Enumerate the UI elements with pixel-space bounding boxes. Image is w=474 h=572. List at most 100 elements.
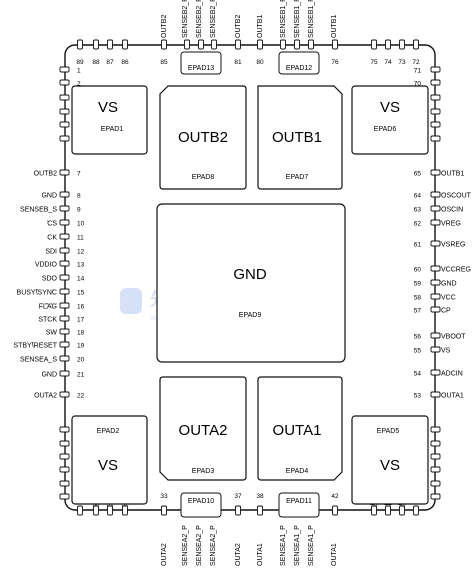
left-pin-number: 20: [77, 357, 85, 364]
epad9-gnd: GND: [233, 266, 267, 283]
left-pin-mark: [59, 191, 70, 198]
bottom-pin-mark: [122, 505, 128, 516]
right-pin-number: 55: [414, 348, 422, 355]
right-pin-mark: [430, 391, 441, 398]
epad4-out: OUTA1: [273, 422, 322, 439]
top-pin-mark: [257, 39, 263, 50]
left-pin-label: GND: [41, 372, 57, 379]
top-pin-number: 80: [256, 59, 264, 66]
right-pin-mark: [430, 493, 441, 500]
epad5-shape: [351, 415, 429, 505]
top-pin-mark: [107, 39, 113, 50]
left-pin-label: OUTB2: [34, 171, 57, 178]
right-pin-number: 56: [414, 334, 422, 341]
epad9-label: EPAD9: [239, 312, 262, 319]
left-pin-mark: [59, 466, 70, 473]
left-pin-mark: [59, 288, 70, 295]
right-pin-number: 53: [414, 393, 422, 400]
bottom-signal-label: SENSEA1_P: [280, 525, 287, 566]
top-signal-label: SENSEB2_P: [196, 0, 203, 38]
left-pin-mark: [59, 328, 70, 335]
top-pin-mark: [308, 39, 314, 50]
left-pin-number: 15: [77, 290, 85, 297]
top-pin-mark: [122, 39, 128, 50]
top-pin-number: 81: [234, 59, 242, 66]
epad8-out: OUTB2: [178, 129, 228, 146]
epad7-out: OUTB1: [272, 129, 322, 146]
bottom-signal-label: OUTA2: [161, 543, 168, 566]
bottom-pin-number: 42: [331, 493, 339, 500]
top-pin-mark: [280, 39, 286, 50]
epad10-shape: [180, 492, 222, 518]
right-pin-mark: [430, 191, 441, 198]
top-pin-number: 85: [160, 59, 168, 66]
left-pin-mark: [59, 274, 70, 281]
right-pin-mark: [430, 440, 441, 447]
left-pin-label: SDI: [45, 249, 57, 256]
left-pin-mark: [59, 233, 70, 240]
top-pin-number: 75: [370, 59, 378, 66]
epad7-shape: [257, 85, 343, 190]
epad8-shape: [159, 85, 247, 190]
bottom-pin-mark: [93, 505, 99, 516]
right-pin-label: ADCIN: [441, 371, 463, 378]
left-pin-mark: [59, 493, 70, 500]
right-pin-mark: [430, 293, 441, 300]
bottom-pin-mark: [257, 505, 263, 516]
top-pin-mark: [93, 39, 99, 50]
top-pin-number: 86: [121, 59, 129, 66]
right-pin-number: 59: [414, 281, 422, 288]
epad6-vs: VS: [380, 99, 400, 116]
right-pin-label: OUTB1: [441, 171, 464, 178]
right-pin-number: 62: [414, 221, 422, 228]
left-pin-label: FLAG: [39, 304, 57, 311]
left-pin-number: 19: [77, 343, 85, 350]
left-pin-number: 8: [77, 193, 81, 200]
top-pin-mark: [399, 39, 405, 50]
bottom-pin-mark: [399, 505, 405, 516]
top-pin-mark: [332, 39, 338, 50]
right-pin-label: OSCIN: [441, 207, 463, 214]
left-pin-label: CS: [47, 221, 57, 228]
epad2-shape: [71, 415, 148, 505]
top-signal-label: OUTB2: [235, 15, 242, 38]
epad4-shape: [257, 376, 343, 481]
right-pin-mark: [430, 169, 441, 176]
right-pin-mark: [430, 306, 441, 313]
epad3-out: OUTA2: [179, 422, 228, 439]
bottom-pin-mark: [371, 505, 377, 516]
epad1-label: EPAD1: [101, 126, 124, 133]
top-signal-label: SENSEB1_P: [294, 0, 301, 38]
bottom-pin-mark: [161, 505, 167, 516]
left-pin-number: 21: [77, 372, 85, 379]
right-pin-mark: [430, 205, 441, 212]
bottom-signal-label: OUTA1: [257, 543, 264, 566]
bottom-pin-mark: [235, 505, 241, 516]
epad5-label: EPAD5: [377, 428, 400, 435]
left-pin-mark: [59, 440, 70, 447]
top-pin-number: 76: [331, 59, 339, 66]
left-pin-number: 14: [77, 276, 85, 283]
left-pin-mark: [59, 302, 70, 309]
right-pin-mark: [430, 135, 441, 142]
left-pin-number: 22: [77, 393, 85, 400]
right-pin-label: VSREG: [441, 242, 466, 249]
top-signal-label: SENSEB2_P: [210, 0, 217, 38]
right-pin-number: 71: [414, 68, 422, 75]
bottom-signal-label: SENSEA2_P: [210, 525, 217, 566]
right-pin-mark: [430, 79, 441, 86]
right-pin-number: 61: [414, 242, 422, 249]
epad6-label: EPAD6: [374, 126, 397, 133]
epad13-label: EPAD13: [188, 65, 214, 72]
left-pin-mark: [59, 370, 70, 377]
top-signal-label: SENSEB2_P: [182, 0, 189, 38]
left-pin-label: OUTA2: [34, 393, 57, 400]
right-pin-number: 58: [414, 295, 422, 302]
bottom-signal-label: OUTA1: [331, 543, 338, 566]
right-pin-mark: [430, 332, 441, 339]
right-pin-number: 64: [414, 193, 422, 200]
epad3-label: EPAD3: [192, 468, 215, 475]
left-pin-mark: [59, 135, 70, 142]
top-pin-mark: [385, 39, 391, 50]
